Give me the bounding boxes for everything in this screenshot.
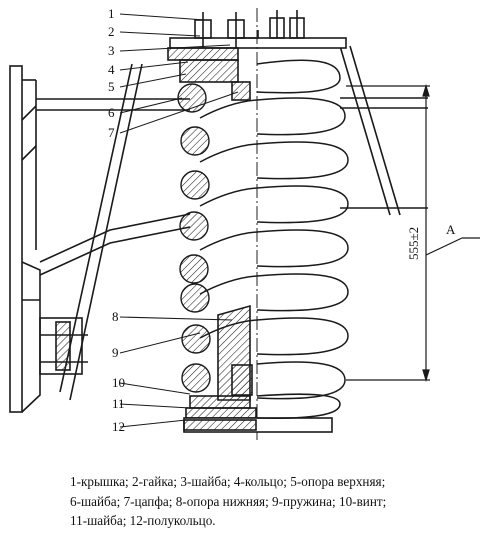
leader-lines xyxy=(119,13,239,428)
callout-6: 6 xyxy=(108,105,115,120)
spring-cross-sections xyxy=(177,83,211,393)
callout-1: 1 xyxy=(108,6,115,21)
callout-2: 2 xyxy=(108,24,115,39)
legend-line-3: 11-шайба; 12-полукольцо. xyxy=(70,513,216,528)
left-post xyxy=(9,65,37,413)
frame-tubes xyxy=(36,45,428,401)
dimension-555 xyxy=(346,83,480,383)
callout-3: 3 xyxy=(108,43,115,58)
legend-line-2: 6-шайба; 7-цапфа; 8-опора нижняя; 9-пруж… xyxy=(70,493,387,509)
callout-5: 5 xyxy=(108,79,115,94)
legend-line-1: 1-крышка; 2-гайка; 3-шайба; 4-кольцо; 5-… xyxy=(70,474,386,489)
callout-10: 10 xyxy=(112,375,125,390)
top-cover xyxy=(167,10,347,101)
callout-4: 4 xyxy=(108,62,115,77)
dimension-label: A xyxy=(446,222,456,237)
spring-side-view xyxy=(199,59,349,400)
lower-support xyxy=(183,304,341,433)
callout-8: 8 xyxy=(112,309,119,324)
callout-12: 12 xyxy=(112,419,125,434)
callout-7: 7 xyxy=(108,125,115,140)
callout-11: 11 xyxy=(112,396,125,411)
parts-legend: 1-крышка; 2-гайка; 3-шайба; 4-кольцо; 5-… xyxy=(70,472,480,531)
callout-9: 9 xyxy=(112,345,119,360)
dimension-value: 555±2 xyxy=(406,227,421,260)
bottom-bracket xyxy=(21,261,88,413)
